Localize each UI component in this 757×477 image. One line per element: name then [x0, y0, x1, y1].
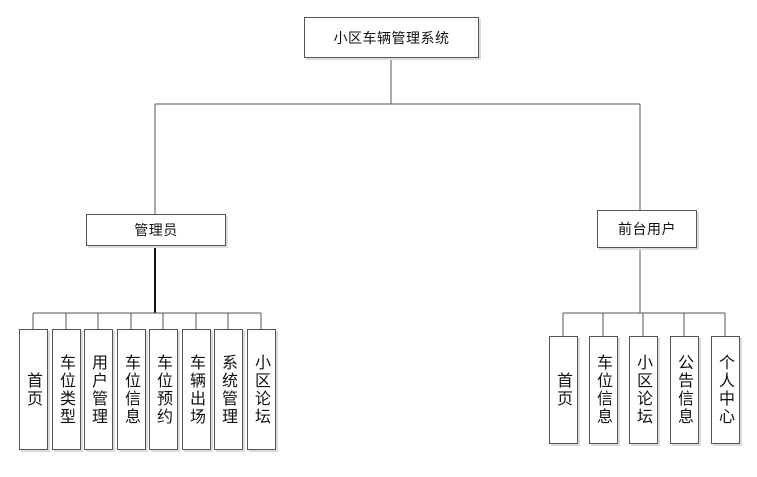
module-label: 车辆出场	[187, 353, 206, 426]
admin-module-system-management: 系统管理	[214, 329, 243, 450]
frontend-module-announcement-info: 公告信息	[670, 336, 699, 444]
module-label: 公告信息	[675, 354, 694, 426]
admin-node: 管理员	[86, 214, 226, 246]
root-node: 小区车辆管理系统	[304, 17, 479, 58]
module-label: 车位信息	[122, 353, 141, 426]
admin-module-parking-info: 车位信息	[117, 329, 146, 450]
module-label: 车位类型	[57, 353, 76, 426]
module-label: 系统管理	[219, 353, 238, 426]
admin-module-parking-type: 车位类型	[52, 329, 81, 450]
module-label: 车位预约	[154, 353, 173, 426]
admin-module-vehicle-exit: 车辆出场	[182, 329, 211, 450]
module-label: 首页	[554, 372, 573, 408]
module-label: 用户管理	[89, 353, 108, 426]
admin-module-parking-reservation: 车位预约	[149, 329, 178, 450]
admin-module-home: 首页	[19, 329, 48, 450]
frontend-module-home: 首页	[549, 336, 578, 444]
frontend-user-node-label: 前台用户	[618, 222, 676, 238]
frontend-module-parking-info: 车位信息	[589, 336, 618, 444]
module-label: 小区论坛	[252, 353, 271, 426]
module-label: 首页	[24, 371, 43, 408]
admin-node-label: 管理员	[134, 223, 178, 239]
module-label: 小区论坛	[634, 354, 653, 426]
module-label: 车位信息	[594, 354, 613, 426]
frontend-module-community-forum: 小区论坛	[629, 336, 658, 444]
frontend-module-personal-center: 个人中心	[711, 336, 740, 444]
admin-module-community-forum: 小区论坛	[247, 329, 276, 450]
root-node-label: 小区车辆管理系统	[333, 30, 450, 47]
admin-module-user-management: 用户管理	[84, 329, 113, 450]
module-label: 个人中心	[716, 354, 735, 426]
frontend-user-node: 前台用户	[597, 210, 697, 248]
